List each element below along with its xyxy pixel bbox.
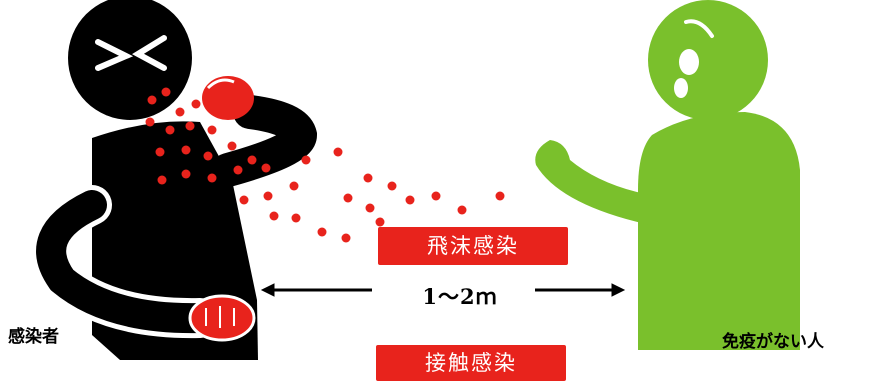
- droplet-dot: [269, 211, 279, 221]
- non-immune-person-icon: [535, 0, 800, 350]
- lower-fist-icon: [188, 294, 256, 342]
- droplet-dot: [165, 125, 175, 135]
- droplet-dot: [317, 227, 327, 237]
- droplet-dot: [203, 151, 213, 161]
- non-immune-person-label: 免疫がない人: [722, 332, 824, 352]
- droplet-dot: [175, 107, 185, 117]
- droplet-dot: [155, 147, 165, 157]
- droplet-dot: [207, 173, 217, 183]
- droplet-dot: [387, 181, 397, 191]
- droplet-dot: [263, 191, 273, 201]
- droplet-dot: [365, 203, 375, 213]
- droplet-dot: [185, 121, 195, 131]
- droplet-dot: [207, 125, 217, 135]
- non-immune-body: [638, 112, 800, 350]
- droplet-dot: [247, 155, 257, 165]
- droplet-dot: [147, 95, 157, 105]
- droplet-dot: [181, 145, 191, 155]
- infected-eyes: [95, 35, 167, 71]
- droplet-dot: [145, 117, 155, 127]
- droplet-infection-tag: 飛沫感染: [378, 227, 568, 265]
- infected-raised-arm: [211, 95, 318, 187]
- droplet-dot: [191, 99, 201, 109]
- droplet-dot: [239, 195, 249, 205]
- raised-fist-icon: [202, 76, 254, 120]
- double-arrow-icon: [260, 283, 626, 297]
- droplet-dot: [333, 147, 343, 157]
- distance-label: 1～2ｍ: [422, 284, 498, 309]
- droplet-dot: [457, 205, 467, 215]
- droplet-dot: [161, 87, 171, 97]
- infected-person-label: 感染者: [8, 327, 59, 347]
- droplet-dot: [261, 163, 271, 173]
- droplet-dot: [181, 169, 191, 179]
- droplet-dot: [495, 191, 505, 201]
- droplet-dots: [145, 87, 505, 243]
- droplet-dot: [301, 155, 311, 165]
- contact-infection-tag: 接触感染: [376, 345, 566, 381]
- non-immune-head: [648, 0, 768, 120]
- droplet-dot: [341, 233, 351, 243]
- droplet-dot: [363, 173, 373, 183]
- droplet-dot: [375, 217, 385, 227]
- droplet-dot: [227, 141, 237, 151]
- infected-head: [68, 0, 192, 120]
- droplet-dot: [233, 165, 243, 175]
- droplet-dot: [289, 181, 299, 191]
- non-immune-raised-hand: [535, 140, 650, 225]
- droplet-dot: [291, 213, 301, 223]
- droplet-dot: [157, 175, 167, 185]
- infected-person-icon: [31, 0, 318, 360]
- droplet-dot: [343, 193, 353, 203]
- droplet-dot: [405, 195, 415, 205]
- droplet-dot: [431, 191, 441, 201]
